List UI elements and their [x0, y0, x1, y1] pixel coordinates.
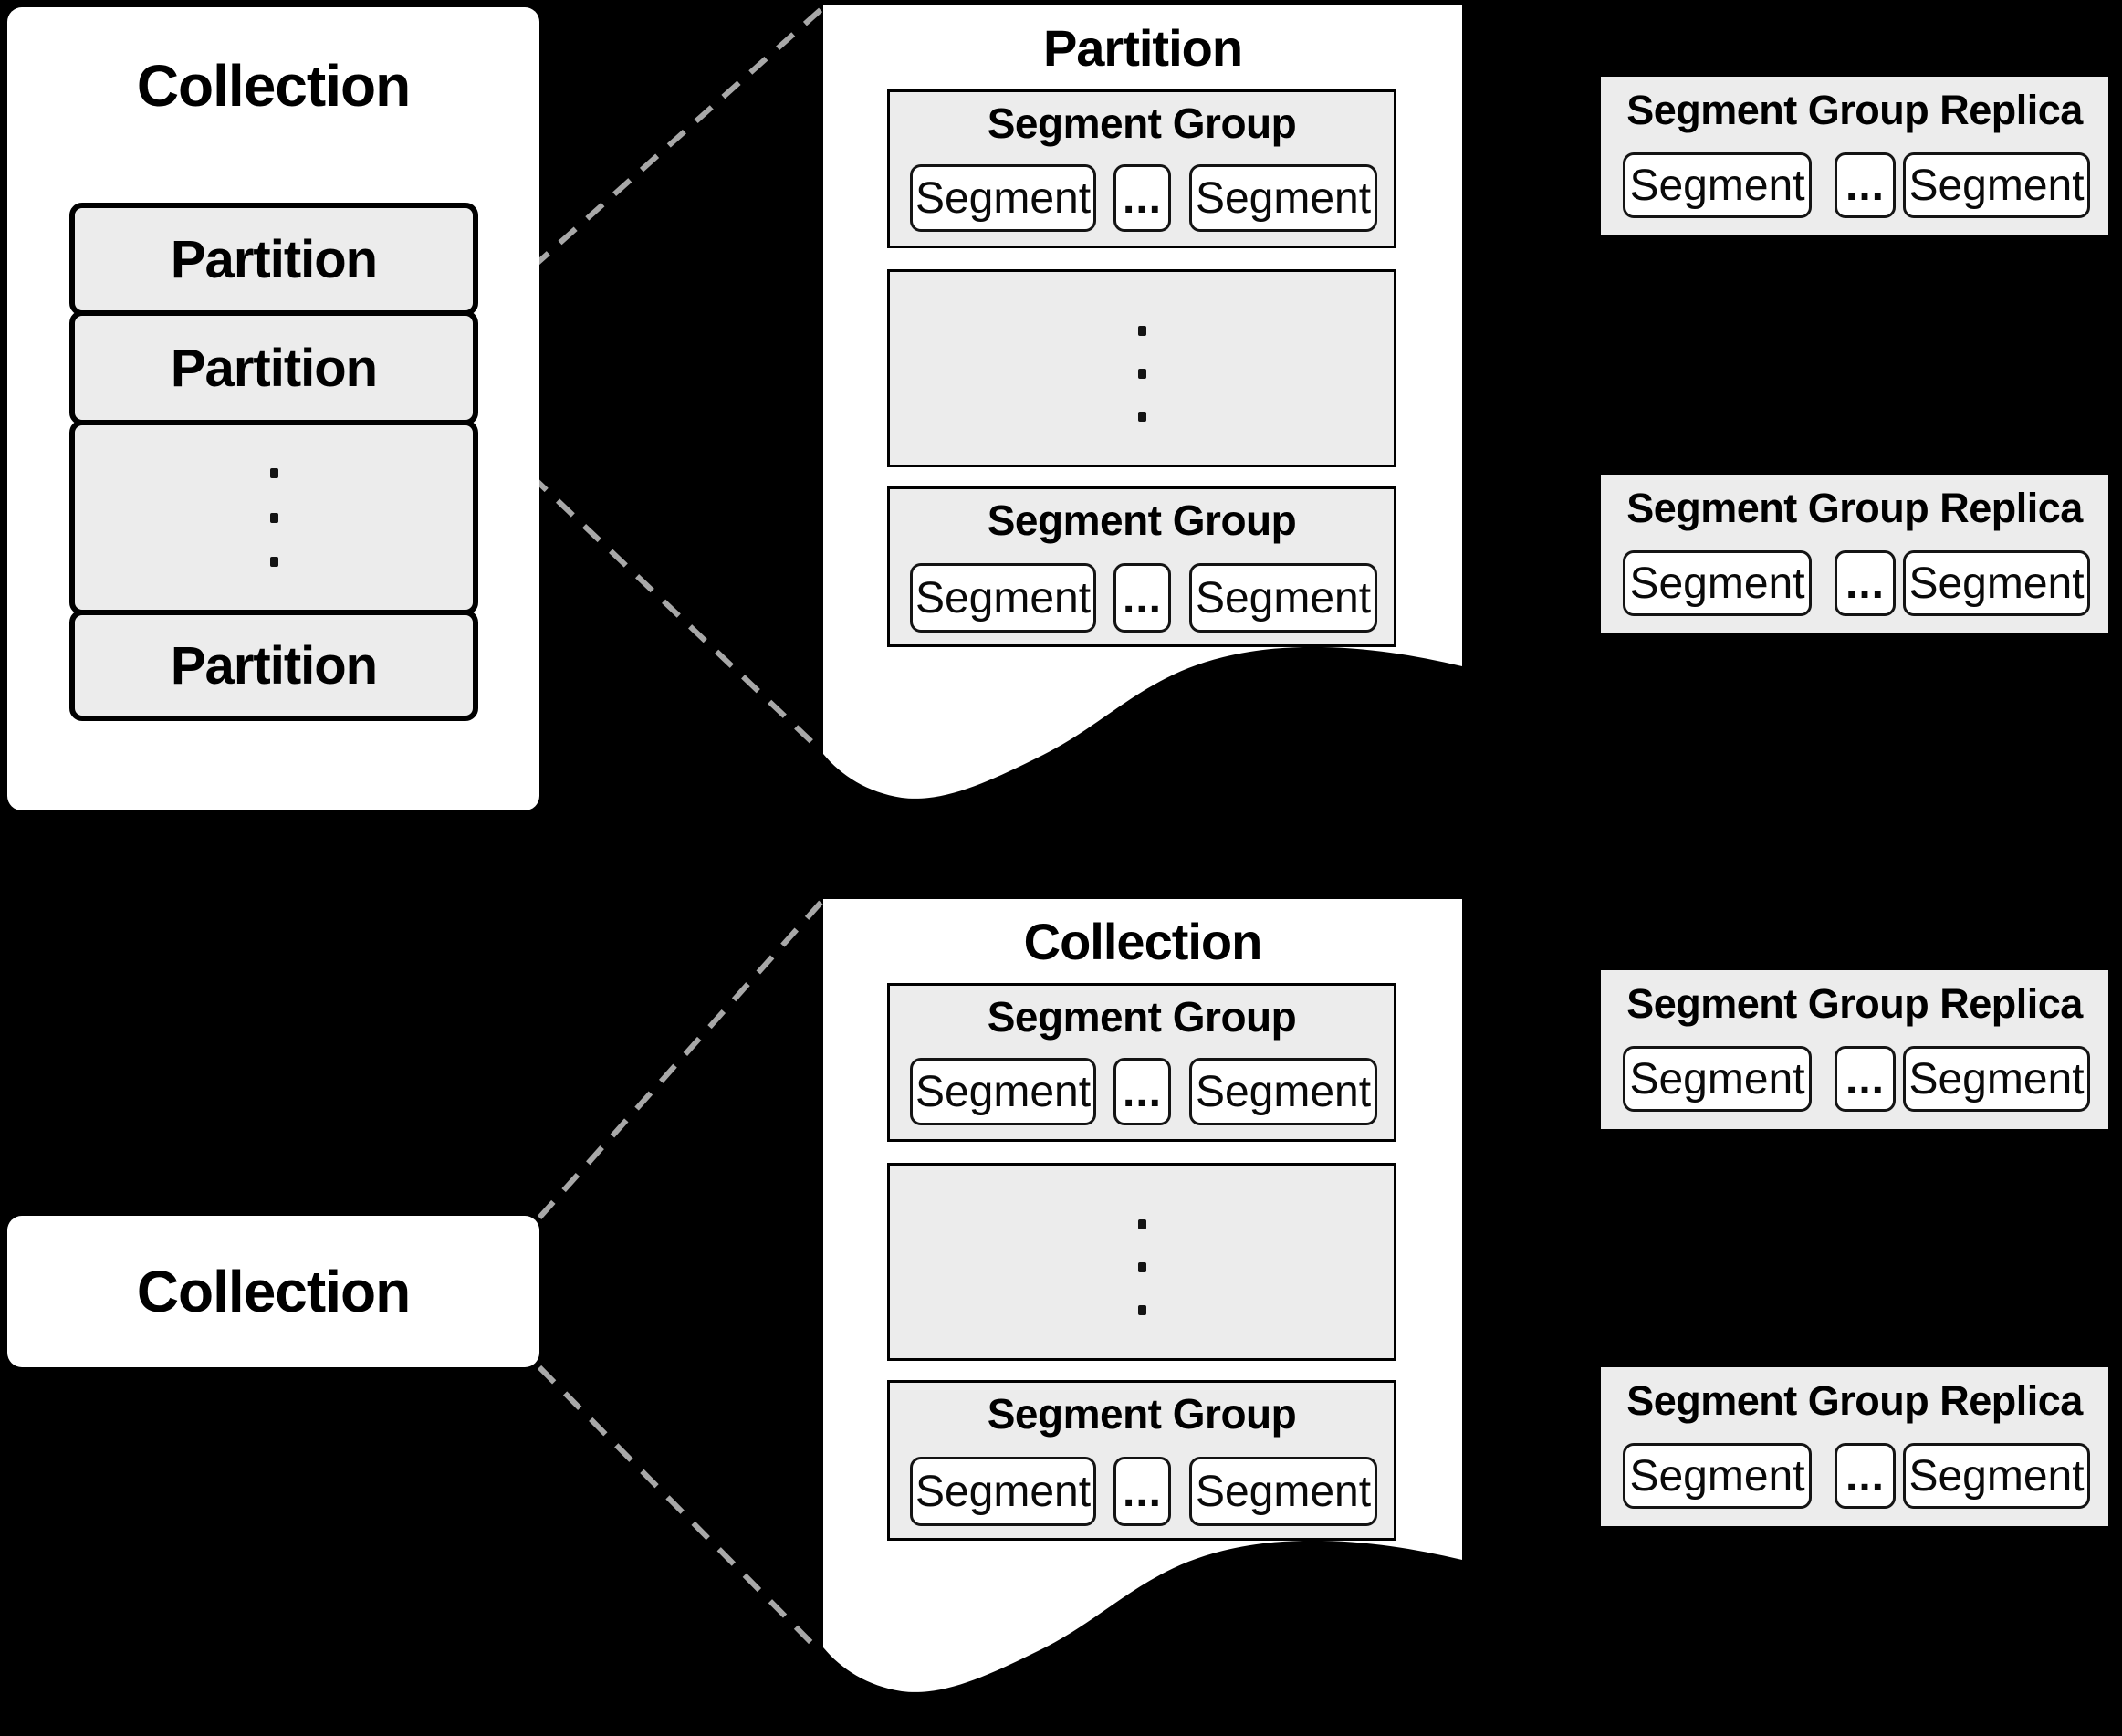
collection-panel-top-title: Collection: [136, 53, 411, 119]
ellipsis-dot: [1137, 326, 1146, 336]
segment-group-1-title: Segment Group: [987, 99, 1297, 147]
segment-ellipsis-box: ...: [1835, 152, 1896, 218]
segment-ellipsis-box: ...: [1113, 164, 1171, 232]
segment-box: Segment: [1903, 152, 2090, 218]
segment-group-3-title: Segment Group: [987, 993, 1297, 1041]
segment-group-vertical-ellipsis: [887, 1219, 1396, 1315]
segment-group-continuation-box: [887, 269, 1396, 467]
partition-row-1: Partition: [69, 203, 478, 316]
segment-group-vertical-ellipsis: [887, 326, 1396, 422]
ellipsis-dot: [1137, 1262, 1146, 1272]
segment-group-replica-4-title: Segment Group Replica: [1626, 1377, 2083, 1424]
segment-box: Segment: [1623, 1046, 1812, 1112]
segment-ellipsis-box: ...: [1113, 1058, 1171, 1125]
expansion-line-bottom-lower: [537, 1365, 821, 1653]
segment-box: Segment: [1189, 1457, 1377, 1526]
ellipsis-dot: [1137, 1219, 1146, 1229]
segment-group-continuation-box: [887, 1163, 1396, 1361]
ellipsis-dot: [1137, 1305, 1146, 1315]
segment-box: Segment: [1623, 152, 1812, 218]
segment-box: Segment: [910, 563, 1096, 633]
ellipsis-dot: [269, 468, 278, 478]
segment-box: Segment: [1189, 1058, 1377, 1125]
ellipsis-dot: [1137, 369, 1146, 379]
segment-box: Segment: [1189, 164, 1377, 232]
segment-group-replica-2-title: Segment Group Replica: [1626, 485, 2083, 531]
segment-ellipsis-box: ...: [1835, 1046, 1896, 1112]
collection-panel-bottom: [7, 1216, 539, 1367]
partition-row-3: Partition: [69, 610, 478, 721]
ellipsis-dot: [269, 557, 278, 567]
segment-box: Segment: [1189, 563, 1377, 633]
ellipsis-dot: [1137, 412, 1146, 422]
expansion-line-bottom-upper: [537, 900, 824, 1219]
segment-ellipsis-box: ...: [1113, 1457, 1171, 1526]
segment-box: Segment: [1903, 1443, 2090, 1509]
segment-box: Segment: [1623, 550, 1812, 616]
segment-group-4-title: Segment Group: [987, 1390, 1297, 1438]
partition-doc-title: Partition: [1042, 18, 1243, 77]
segment-box: Segment: [1903, 1046, 2090, 1112]
segment-ellipsis-box: ...: [1835, 1443, 1896, 1509]
segment-ellipsis-box: ...: [1113, 563, 1171, 633]
segment-group-replica-3-title: Segment Group Replica: [1626, 980, 2083, 1027]
partition-vertical-ellipsis: [69, 468, 478, 567]
partition-row-2: Partition: [69, 310, 478, 425]
segment-box: Segment: [910, 1058, 1096, 1125]
ellipsis-dot: [269, 512, 278, 523]
segment-group-2-title: Segment Group: [987, 497, 1297, 544]
segment-box: Segment: [1903, 550, 2090, 616]
collection-doc-title: Collection: [1023, 912, 1263, 970]
segment-box: Segment: [910, 1457, 1096, 1526]
segment-box: Segment: [1623, 1443, 1812, 1509]
segment-ellipsis-box: ...: [1835, 550, 1896, 616]
collection-panel-bottom-title: Collection: [136, 1259, 411, 1324]
segment-group-replica-1-title: Segment Group Replica: [1626, 87, 2083, 133]
segment-box: Segment: [910, 164, 1096, 232]
